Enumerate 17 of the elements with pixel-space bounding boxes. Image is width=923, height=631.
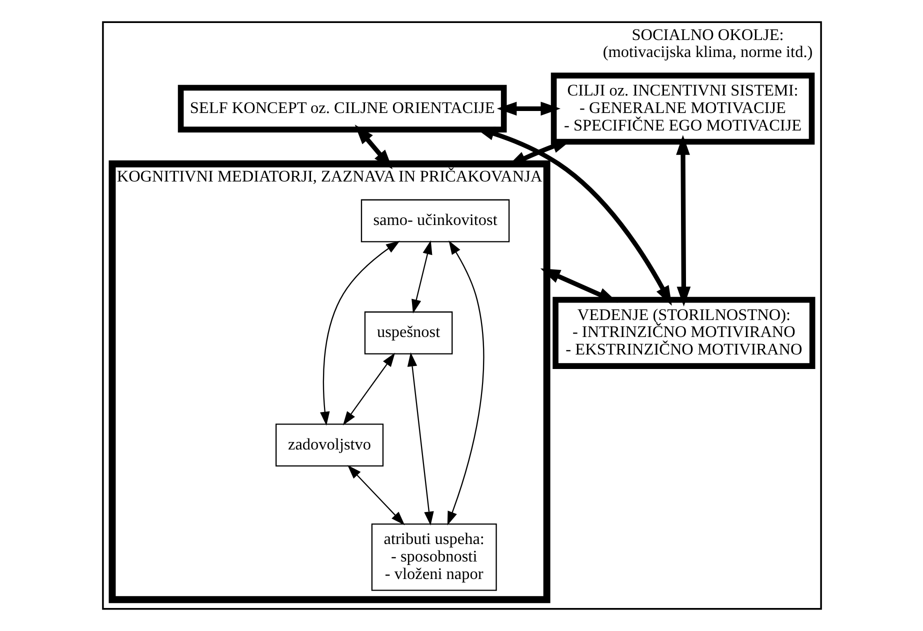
arrow (347, 465, 404, 526)
arrow (342, 352, 395, 426)
arrow (540, 268, 618, 303)
arrow (320, 240, 400, 426)
node-box: CILJI oz. INCENTIVNI SISTEMI: - GENERALNE MOTIVACIJE - SPECIFIČNE EGO MOTIVACIJE (550, 72, 814, 145)
arrow (406, 352, 434, 526)
node-box: samo- učinkovitost (360, 199, 510, 242)
arrow (354, 124, 392, 170)
node-box: VEDENJE (STORILNOSTNO): - INTRINZIČNO MOTIVIRANO - EKSTRINZIČNO MOTIVIRANO (552, 296, 815, 369)
node-box: SELF KONCEPT oz. CILJNE ORIENTACIJE (177, 84, 506, 132)
node-box: atributi uspeha: - sposobnosti - vloženi napor (370, 524, 496, 591)
node-box: uspešnost (364, 311, 452, 354)
arrow (446, 240, 484, 526)
node-box: zadovoljstvo (275, 424, 384, 467)
arrow (411, 240, 432, 314)
arrow (676, 135, 690, 306)
arrow (496, 102, 560, 116)
